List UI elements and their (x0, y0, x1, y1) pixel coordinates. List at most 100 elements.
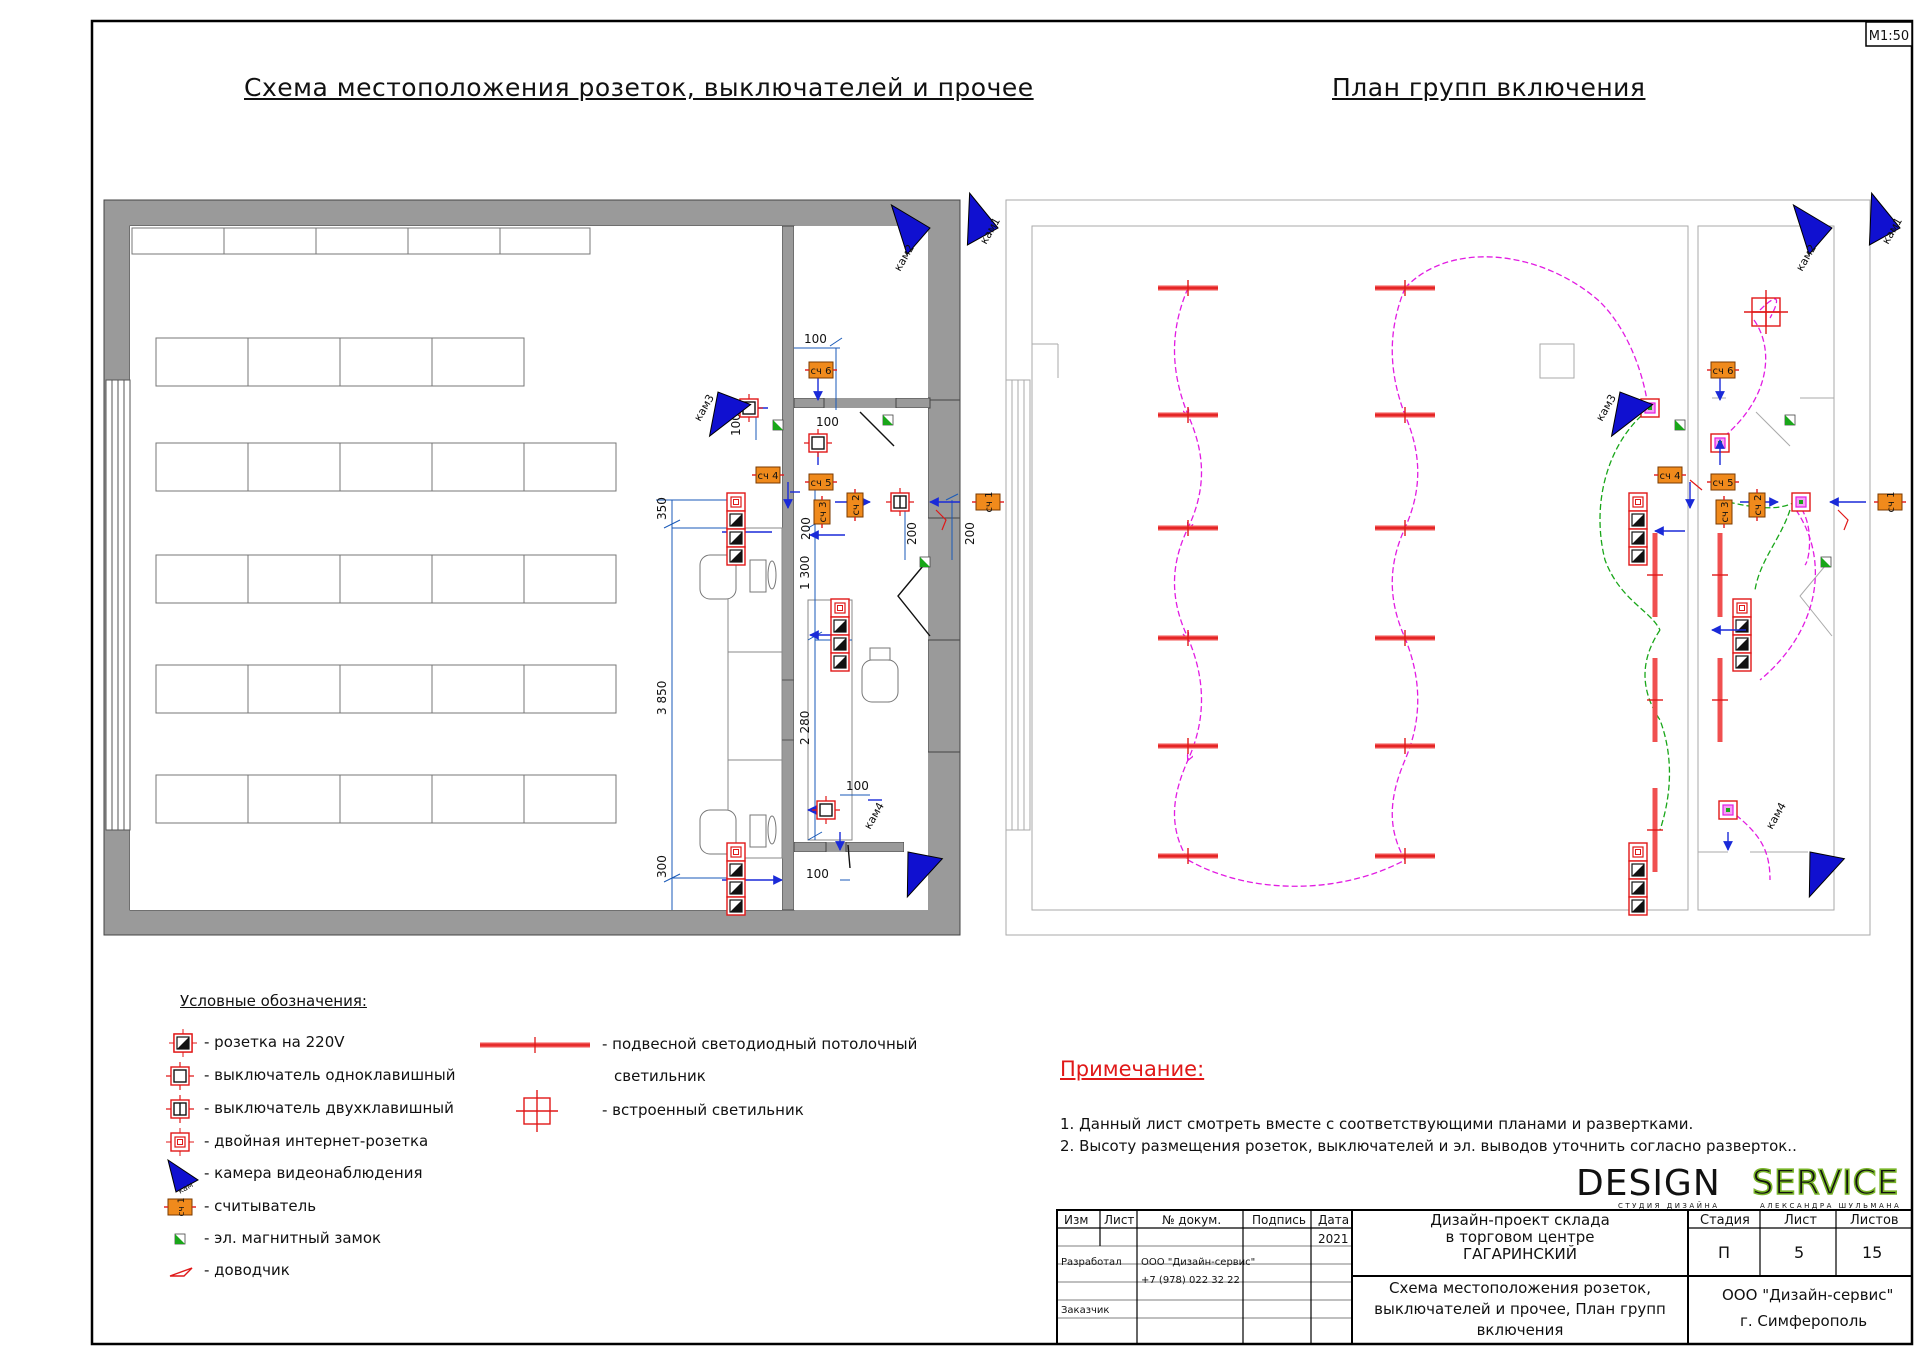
partition-wall (895, 397, 931, 409)
reader-4: сч 4 (751, 466, 785, 484)
legend-magnetic-lock-icon (174, 1233, 186, 1245)
stamp-role-client: Заказчик (1061, 1305, 1110, 1316)
blue-arrows (1654, 370, 1866, 851)
reader-1: сч 1 (1873, 492, 1907, 513)
stamp-sheet-title-line: выключателей и прочее, План групп (1374, 1300, 1666, 1318)
svg-text:сч 2: сч 2 (851, 495, 862, 516)
stamp-header: Подпись (1252, 1213, 1306, 1227)
stamp-sheet-title: Схема местоположения розеток, выключател… (1356, 1278, 1684, 1341)
dim-label: 100 (806, 867, 829, 881)
reader-3: сч 3 (813, 495, 831, 529)
reader-2: сч 2 (846, 488, 864, 522)
scale-box (1865, 21, 1913, 47)
sheet-frame (90, 19, 1914, 1346)
switch-icon (1791, 492, 1811, 512)
dim-label: 200 (963, 522, 977, 545)
dim-label: 200 (905, 522, 919, 545)
stamp-project-line: в торговом центре (1445, 1228, 1595, 1246)
lighting-group-wires (1173, 256, 1816, 887)
socket-group (1628, 842, 1648, 916)
partition-wall (781, 225, 795, 911)
title-right: План групп включения (1332, 73, 1646, 102)
legend-item: - выключатель двухклавишный (204, 1099, 454, 1117)
socket-group (1628, 492, 1648, 566)
logo: DESIGN SERVICE СТУДИЯ ДИЗАЙНА АЛЕКСАНДРА… (1576, 1162, 1901, 1210)
legend-door-closer-icon (169, 1267, 193, 1277)
svg-text:сч 3: сч 3 (818, 502, 829, 523)
dim-label: 100 (804, 332, 827, 346)
magnetic-lock-icon (919, 556, 931, 568)
legend-item: - двойная интернет-розетка (204, 1132, 429, 1150)
note-line: 2. Высоту размещения розеток, выключател… (1060, 1137, 1797, 1155)
left-plan: 100 100 100 100 100 200 200 200 350 3 85… (103, 192, 1007, 936)
door-closer-icon (1837, 509, 1849, 531)
scale-label: М1:50 (1869, 29, 1909, 44)
stamp-sheet-title-line: Схема местоположения розеток, (1388, 1279, 1652, 1297)
stamp-city: г. Симферополь (1740, 1312, 1868, 1330)
desk-area (727, 527, 853, 859)
reader-6: сч 6 (1706, 361, 1740, 379)
legend-item: - доводчик (204, 1261, 290, 1279)
dim-label: 100 (846, 779, 869, 793)
logo-author: АЛЕКСАНДРА ШУЛЬМАНА (1760, 1202, 1901, 1210)
svg-text:сч 5: сч 5 (811, 478, 832, 489)
window-left (105, 379, 131, 831)
stamp-date: 2021 (1318, 1232, 1349, 1246)
legend-item: светильник (614, 1067, 706, 1085)
stamp-company-short: ООО "Дизайн-сервис" (1141, 1257, 1256, 1268)
partition-wall (927, 639, 961, 753)
stamp-phone: +7 (978) 022 32 22 (1141, 1275, 1240, 1286)
socket-group (830, 598, 850, 672)
recessed-lamp-icon (1744, 290, 1788, 334)
shelf-row-top (131, 227, 591, 255)
stamp-project-line: Дизайн-проект склада (1430, 1211, 1610, 1229)
reader-3: сч 3 (1715, 495, 1733, 529)
magnetic-lock-icon (772, 419, 784, 431)
dim-label: 350 (655, 497, 669, 520)
dim-label: 200 (799, 517, 813, 540)
door-closer-icon (1689, 479, 1703, 491)
title-left: Схема местоположения розеток, выключател… (244, 73, 1034, 102)
svg-text:сч 1: сч 1 (177, 1198, 187, 1217)
dim-label: 100 (816, 415, 839, 429)
dim-label: 3 850 (655, 681, 669, 715)
stamp-header: Дата (1318, 1213, 1350, 1227)
reader-6: сч 6 (804, 361, 838, 379)
dim-label: 300 (655, 855, 669, 878)
partition-wall (927, 399, 961, 519)
notes-title: Примечание: (1060, 1057, 1205, 1081)
legend-item: - подвесной светодиодный потолочный (602, 1035, 918, 1053)
partition-wall (793, 841, 827, 853)
stamp-sheets: 15 (1862, 1243, 1883, 1262)
stamp-sheet: 5 (1794, 1243, 1805, 1262)
svg-text:сч 4: сч 4 (758, 471, 779, 482)
partition-wall (845, 841, 905, 853)
legend-camera-icon: кам (167, 1158, 199, 1196)
reader-5: сч 5 (804, 473, 838, 491)
magnetic-lock-icon (1820, 556, 1832, 568)
legend-symbols: кам сч 1 (163, 1029, 590, 1277)
stamp-header: № докум. (1162, 1213, 1222, 1227)
legend-switch-double-icon (165, 1094, 195, 1124)
reader-4: сч 4 (1653, 466, 1687, 484)
legend-reader-icon: сч 1 (163, 1198, 197, 1217)
legend-title: Условные обозначения: (180, 992, 367, 1010)
stamp-stage-header: Стадия (1700, 1213, 1750, 1228)
svg-text:сч 1: сч 1 (984, 492, 995, 513)
switch-icon (1718, 800, 1738, 820)
stamp-company: ООО "Дизайн-сервис" (1722, 1286, 1894, 1304)
socket-group (1732, 598, 1752, 672)
stamp-role-dev: Разработал (1061, 1257, 1122, 1268)
note-line: 1. Данный лист смотреть вместе с соответ… (1060, 1115, 1694, 1133)
dim-label: 1 300 (798, 556, 812, 590)
dim-label: 2 280 (798, 711, 812, 745)
door-swing (847, 411, 931, 869)
stamp-header: Лист (1104, 1213, 1135, 1227)
svg-text:сч 1: сч 1 (1886, 492, 1897, 513)
legend-item: - розетка на 220V (204, 1033, 345, 1051)
legend-item: - эл. магнитный замок (204, 1229, 382, 1247)
svg-text:сч 3: сч 3 (1720, 502, 1731, 523)
magnetic-lock-icon (1674, 419, 1686, 431)
svg-text:сч 6: сч 6 (1713, 366, 1734, 377)
